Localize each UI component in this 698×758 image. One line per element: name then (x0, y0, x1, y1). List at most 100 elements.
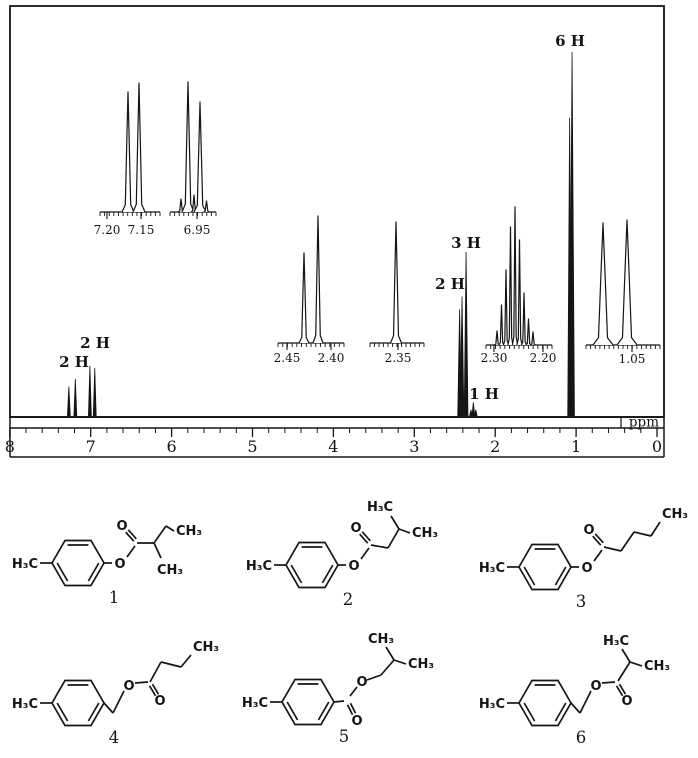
bond (390, 515, 400, 530)
structure-number: 4 (109, 728, 120, 747)
structure-number: 5 (339, 727, 350, 746)
inset-peak (516, 239, 523, 346)
inset-expansion: 2.30 2.20 (481, 206, 557, 365)
inset-tick-label: 2.20 (530, 351, 557, 365)
aromatic-inner-bond (523, 566, 536, 586)
peak-line (87, 365, 92, 418)
atom-label-carbonyl_o: O (621, 694, 632, 709)
benzene-ring (518, 543, 572, 591)
inset-tick-label: 2.30 (481, 351, 508, 365)
benzene-ring (281, 678, 335, 726)
bond (387, 528, 400, 549)
aromatic-inner-bond (554, 702, 567, 722)
atom-label-carbonyl_o: O (350, 521, 361, 536)
integration-label: 1 H (469, 385, 499, 403)
inset-tick-label: 2.40 (318, 351, 345, 365)
peak-line (569, 51, 575, 418)
structure-number: 2 (343, 590, 354, 609)
inset-peak (389, 221, 403, 344)
inset-peak (494, 330, 500, 346)
atom-label-carbonyl_o: O (154, 694, 165, 709)
inset-peak (181, 81, 195, 213)
atom-label-right: CH₃ (408, 657, 434, 672)
double-bond (151, 683, 160, 695)
benzene-ring (285, 541, 339, 589)
inset-peak (203, 200, 210, 213)
peak-line (73, 379, 78, 418)
structure-number: 1 (109, 588, 120, 607)
atom-label-carbonyl_o: O (351, 714, 362, 729)
axis-tick-label: 7 (86, 437, 96, 456)
integration-label: 3 H (451, 234, 481, 252)
bond (360, 547, 370, 560)
double-bond (615, 685, 624, 697)
bond (112, 690, 125, 714)
aromatic-inner-bond (523, 702, 536, 722)
double-bond (618, 683, 627, 695)
integration-label: 2 H (80, 334, 110, 352)
peak-line (92, 368, 97, 418)
bond (380, 659, 395, 676)
axis-tick-label: 8 (5, 437, 15, 456)
inset-tick-label: 2.45 (274, 351, 301, 365)
bond (333, 700, 345, 703)
inset-peak (121, 91, 135, 213)
aromatic-inner-bond (554, 566, 567, 586)
double-bond (349, 702, 357, 714)
atom-label-ester_o: O (356, 675, 367, 690)
peak-line (459, 296, 465, 418)
double-bond (359, 533, 369, 544)
peak-line (473, 409, 478, 418)
inset-peak (616, 219, 638, 346)
axis-tick-label: 3 (409, 437, 419, 456)
atom-label-right: CH₃ (412, 526, 438, 541)
bond (398, 528, 411, 534)
bond (385, 646, 395, 661)
aromatic-inner-bond (87, 562, 100, 582)
inset-peak (525, 318, 532, 346)
axis-tick-label: 6 (167, 437, 177, 456)
bond (629, 661, 643, 667)
bond (153, 525, 167, 544)
axis-tick-label: 5 (247, 437, 257, 456)
axis-unit-label: ppm (629, 415, 659, 431)
atom-label-left: H₃C (12, 697, 38, 712)
double-bond (127, 529, 137, 540)
bond (603, 546, 622, 552)
bond (570, 702, 581, 714)
bond (349, 686, 358, 697)
integration-label: 2 H (435, 275, 465, 293)
inset-peak (312, 215, 324, 344)
double-bond (148, 685, 157, 697)
axis-tick-label: 4 (328, 437, 338, 456)
bond (620, 531, 635, 552)
aromatic-inner-bond (290, 564, 303, 584)
atom-label-branch: CH₃ (157, 563, 183, 578)
bond (370, 544, 389, 549)
aromatic-inner-bond (317, 701, 330, 721)
bond (180, 654, 192, 668)
atom-label-carbonyl_o: O (116, 519, 127, 534)
double-bond (346, 704, 354, 716)
aromatic-inner-bond (87, 702, 100, 722)
bond (366, 674, 382, 681)
aromatic-inner-bond (56, 702, 69, 722)
bond (617, 661, 631, 682)
inset-peak (507, 226, 514, 346)
bond (593, 549, 603, 562)
structure-number: 3 (576, 592, 587, 611)
inset-tick-label: 1.05 (619, 352, 646, 366)
double-bond (125, 531, 135, 542)
bond (134, 681, 149, 684)
atom-label-left: H₃C (479, 561, 505, 576)
atom-label-chain_end: CH₃ (176, 524, 202, 539)
atom-label-carbonyl_o: O (583, 523, 594, 538)
atom-label-ester_o: O (114, 557, 125, 572)
inset-peak (520, 292, 528, 346)
inset-peak (592, 222, 614, 346)
atom-label-top: CH₃ (368, 632, 394, 647)
benzene-ring (518, 679, 572, 727)
